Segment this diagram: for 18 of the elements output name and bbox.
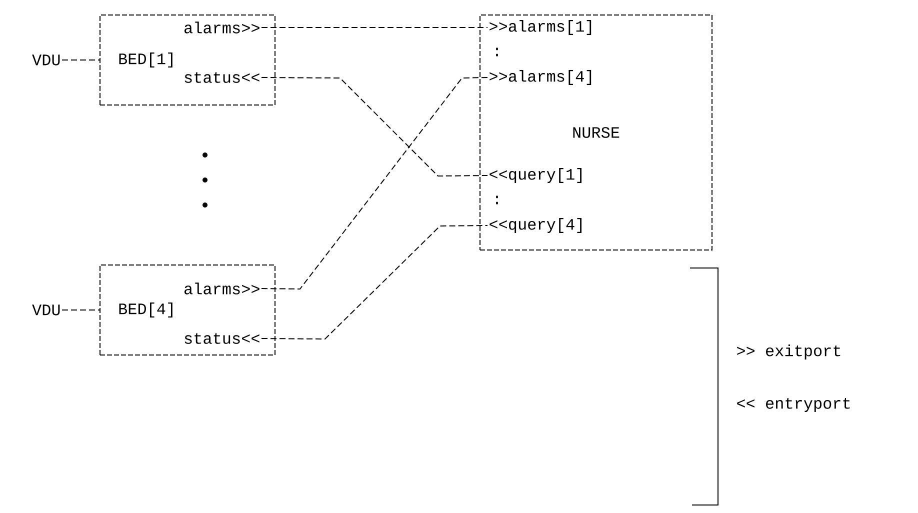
port-label: alarms>> — [184, 22, 260, 34]
port-name: << entryport — [737, 398, 850, 412]
port-label: alarms>> — [184, 282, 260, 294]
port-label: >>alarms[1] — [490, 20, 592, 35]
ellipsis-colon: : — [496, 48, 498, 56]
port-label: >>alarms[4] — [490, 70, 592, 85]
connector-line — [261, 27, 488, 28]
ellipsis-colon: : — [496, 196, 498, 204]
port-label: <<query[4] — [490, 218, 582, 233]
port-label: status<< — [184, 333, 260, 344]
port-name: >> exitport — [737, 344, 840, 360]
connector-line — [261, 77, 488, 290]
terminal-label: VDU — [32, 304, 60, 316]
port-label: <<query[1] — [490, 168, 582, 183]
port-label: status<< — [184, 72, 260, 83]
connector-line — [261, 77, 488, 176]
terminal-label: VDU — [32, 54, 60, 66]
connector-line — [261, 225, 488, 340]
